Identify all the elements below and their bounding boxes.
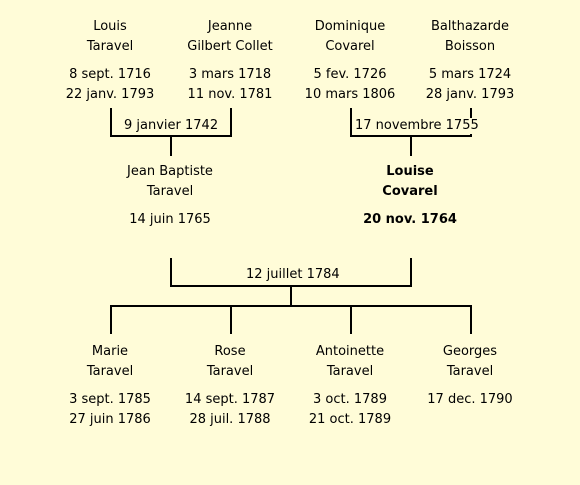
person-birth-date: 20 nov. 1764 — [363, 212, 457, 227]
person-last-name: Covarel — [325, 39, 375, 54]
person-last-name: Taravel — [86, 39, 134, 54]
connector-grandparents-left — [110, 108, 232, 156]
person-death-date: 21 oct. 1789 — [308, 412, 392, 427]
person-first-name: Dominique — [314, 19, 386, 34]
person-birth-date: 14 juin 1765 — [129, 212, 211, 227]
person-last-name: Taravel — [206, 364, 254, 379]
person-birth-date: 8 sept. 1716 — [69, 67, 151, 82]
person-jeanne-gilbert-collet: Jeanne Gilbert Collet 3 mars 1718 11 nov… — [165, 17, 295, 105]
person-first-name: Louise — [386, 164, 434, 179]
person-louise-covarel: Louise Covarel 20 nov. 1764 — [345, 162, 475, 230]
marriage-date-parents: 12 juillet 1784 — [243, 267, 343, 283]
person-first-name: Louis — [93, 19, 127, 34]
person-first-name: Jean Baptiste — [127, 164, 213, 179]
person-birth-date: 5 mars 1724 — [428, 67, 512, 82]
person-georges-taravel: Georges Taravel 17 dec. 1790 — [405, 342, 535, 410]
person-first-name: Balthazarde — [431, 19, 509, 34]
person-last-name: Taravel — [446, 364, 494, 379]
person-first-name: Marie — [91, 344, 129, 359]
connector-parents — [170, 258, 412, 306]
marriage-date-left: 9 janvier 1742 — [121, 118, 222, 134]
person-balthazarde-boisson: Balthazarde Boisson 5 mars 1724 28 janv.… — [405, 17, 535, 105]
person-first-name: Georges — [442, 344, 498, 359]
person-birth-date: 3 mars 1718 — [188, 67, 272, 82]
person-death-date: 22 janv. 1793 — [65, 87, 155, 102]
connector-children — [110, 305, 472, 334]
person-death-date: 11 nov. 1781 — [187, 87, 273, 102]
person-birth-date: 3 sept. 1785 — [69, 392, 151, 407]
person-birth-date: 5 fev. 1726 — [313, 67, 387, 82]
person-last-name: Taravel — [326, 364, 374, 379]
person-louis-taravel: Louis Taravel 8 sept. 1716 22 janv. 1793 — [45, 17, 175, 105]
person-last-name: Boisson — [444, 39, 496, 54]
person-last-name: Gilbert Collet — [187, 39, 273, 54]
person-death-date: 28 juil. 1788 — [189, 412, 271, 427]
person-jean-baptiste-taravel: Jean Baptiste Taravel 14 juin 1765 — [105, 162, 235, 230]
person-birth-date: 3 oct. 1789 — [313, 392, 387, 407]
person-rose-taravel: Rose Taravel 14 sept. 1787 28 juil. 1788 — [165, 342, 295, 430]
person-marie-taravel: Marie Taravel 3 sept. 1785 27 juin 1786 — [45, 342, 175, 430]
person-birth-date: 17 dec. 1790 — [427, 392, 513, 407]
person-last-name: Taravel — [146, 184, 194, 199]
person-first-name: Antoinette — [315, 344, 385, 359]
marriage-date-right: 17 novembre 1755 — [352, 118, 482, 134]
person-death-date: 27 juin 1786 — [69, 412, 151, 427]
person-last-name: Covarel — [382, 184, 438, 199]
person-birth-date: 14 sept. 1787 — [184, 392, 276, 407]
person-antoinette-taravel: Antoinette Taravel 3 oct. 1789 21 oct. 1… — [285, 342, 415, 430]
person-death-date: 10 mars 1806 — [304, 87, 396, 102]
person-first-name: Rose — [214, 344, 246, 359]
person-last-name: Taravel — [86, 364, 134, 379]
person-dominique-covarel: Dominique Covarel 5 fev. 1726 10 mars 18… — [285, 17, 415, 105]
person-death-date: 28 janv. 1793 — [425, 87, 515, 102]
person-first-name: Jeanne — [207, 19, 253, 34]
